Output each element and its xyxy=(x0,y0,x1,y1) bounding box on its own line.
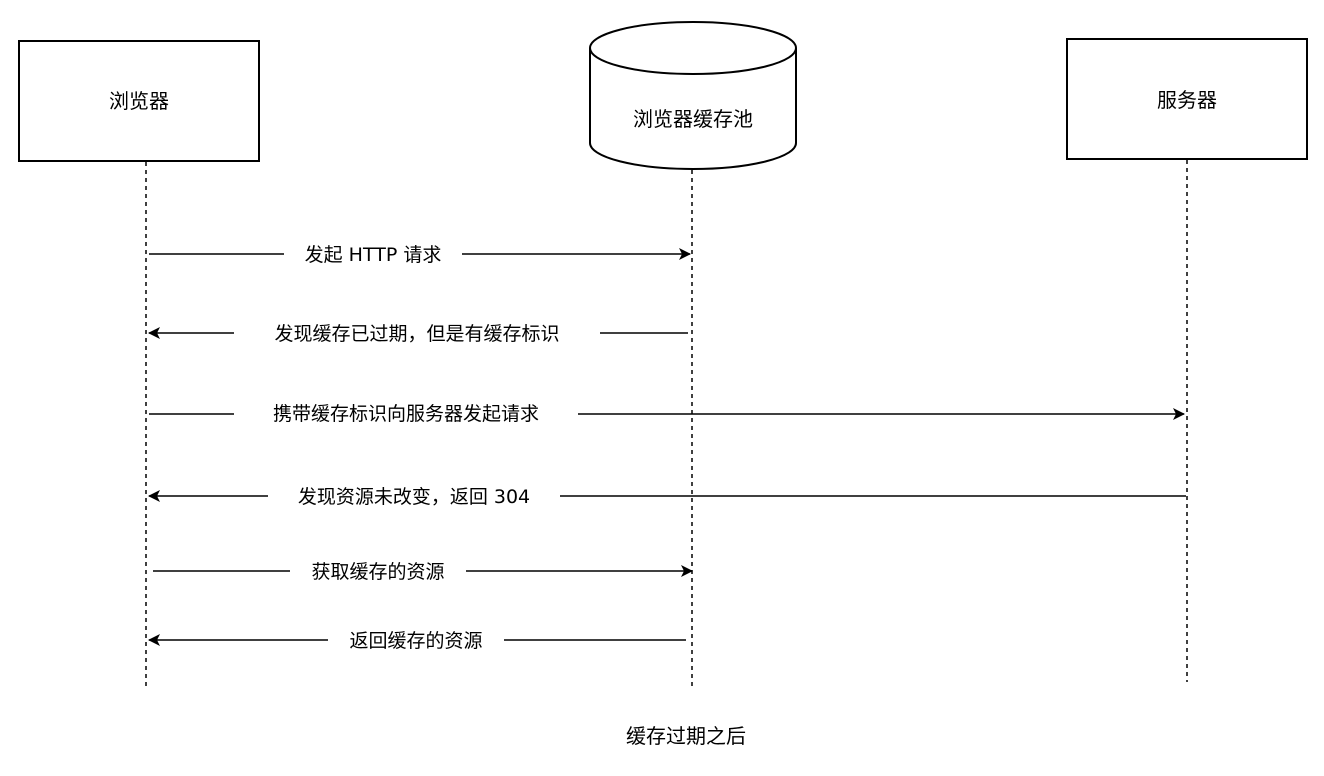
message-2: 发现缓存已过期，但是有缓存标识 xyxy=(148,318,688,348)
message-3-label-bg xyxy=(234,399,578,429)
actor-server-label: 服务器 xyxy=(1157,88,1217,112)
message-3-label: 携带缓存标识向服务器发起请求 xyxy=(273,403,539,425)
message-5: 获取缓存的资源 xyxy=(153,556,693,586)
actor-cache-cylinder xyxy=(589,21,797,170)
actor-cache-cylinder-rim xyxy=(589,47,797,75)
message-1-label: 发起 HTTP 请求 xyxy=(305,244,442,266)
message-6: 返回缓存的资源 xyxy=(148,625,686,655)
message-2-label: 发现缓存已过期，但是有缓存标识 xyxy=(274,323,559,345)
message-1: 发起 HTTP 请求 xyxy=(149,240,691,268)
actor-cache: 浏览器缓存池 xyxy=(589,21,797,170)
actor-server-box xyxy=(1066,38,1308,160)
message-4-label-bg xyxy=(268,481,560,511)
diagram-caption: 缓存过期之后 xyxy=(626,724,746,748)
message-6-label: 返回缓存的资源 xyxy=(349,630,482,652)
message-5-label-bg xyxy=(290,556,466,586)
actor-browser-label: 浏览器 xyxy=(109,89,169,113)
message-3: 携带缓存标识向服务器发起请求 xyxy=(149,399,1185,429)
message-4: 发现资源未改变，返回 304 xyxy=(148,481,1186,511)
actor-browser: 浏览器 xyxy=(18,40,260,162)
message-6-label-bg xyxy=(328,625,504,655)
actor-cache-label: 浏览器缓存池 xyxy=(633,107,753,131)
actor-browser-box xyxy=(18,40,260,162)
actor-server: 服务器 xyxy=(1066,38,1308,160)
message-2-label-bg xyxy=(234,318,600,348)
message-1-label-bg xyxy=(284,240,462,268)
message-4-label: 发现资源未改变，返回 304 xyxy=(298,486,530,508)
message-5-label: 获取缓存的资源 xyxy=(311,561,444,583)
